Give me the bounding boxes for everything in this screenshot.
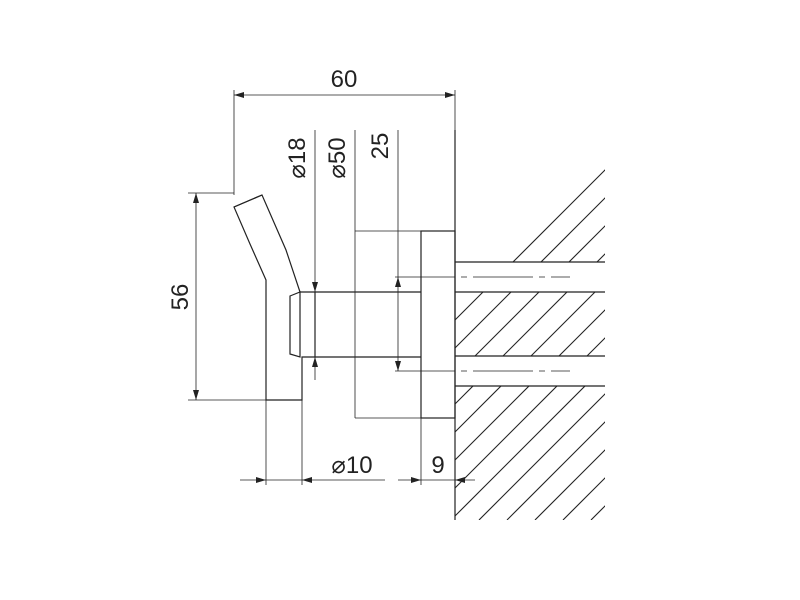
hatch-line xyxy=(455,337,605,489)
hatch-line xyxy=(562,477,605,520)
dim-diameter-18: ⌀18 xyxy=(284,130,318,380)
hatch-line xyxy=(455,169,605,321)
hatch-line xyxy=(647,120,800,520)
dim-diameter-50: ⌀50 xyxy=(324,130,421,419)
dim-diameter-10: ⌀10 xyxy=(240,400,385,485)
hook-body xyxy=(233,194,316,401)
dim-overall-width: 60 xyxy=(233,66,456,195)
dim-rose-thickness-9: 9 xyxy=(398,418,475,485)
hatch-line xyxy=(478,393,605,520)
hatch-line xyxy=(455,225,605,377)
dim-label-diameter-18: ⌀18 xyxy=(284,137,311,178)
hatch-line xyxy=(731,120,800,520)
dim-offset-25: 25 xyxy=(367,130,401,371)
dim-label-diameter-10: ⌀10 xyxy=(331,452,372,479)
hatch-line xyxy=(534,449,605,520)
dim-hook-height: 56 xyxy=(167,192,266,401)
hatch-line xyxy=(455,281,605,433)
hatch-line xyxy=(619,120,800,520)
dim-label-9: 9 xyxy=(431,452,444,479)
hatch-line xyxy=(455,309,605,461)
dim-label-56: 56 xyxy=(167,284,194,311)
hook-stem xyxy=(315,291,421,358)
hatch-line xyxy=(455,365,605,517)
hatch-line xyxy=(590,505,605,520)
hatch-line xyxy=(455,197,605,349)
wall-section xyxy=(395,120,800,520)
wall-rose-plate xyxy=(420,230,456,419)
hatch-line xyxy=(703,120,800,520)
hatch-line xyxy=(455,253,605,405)
hatch-line xyxy=(787,120,800,520)
dim-label-60: 60 xyxy=(331,66,358,93)
dim-label-diameter-50: ⌀50 xyxy=(324,137,351,178)
hatch-line xyxy=(759,120,800,520)
hatch-line xyxy=(506,421,605,520)
hatch-line xyxy=(675,120,800,520)
dim-label-25: 25 xyxy=(367,133,394,160)
